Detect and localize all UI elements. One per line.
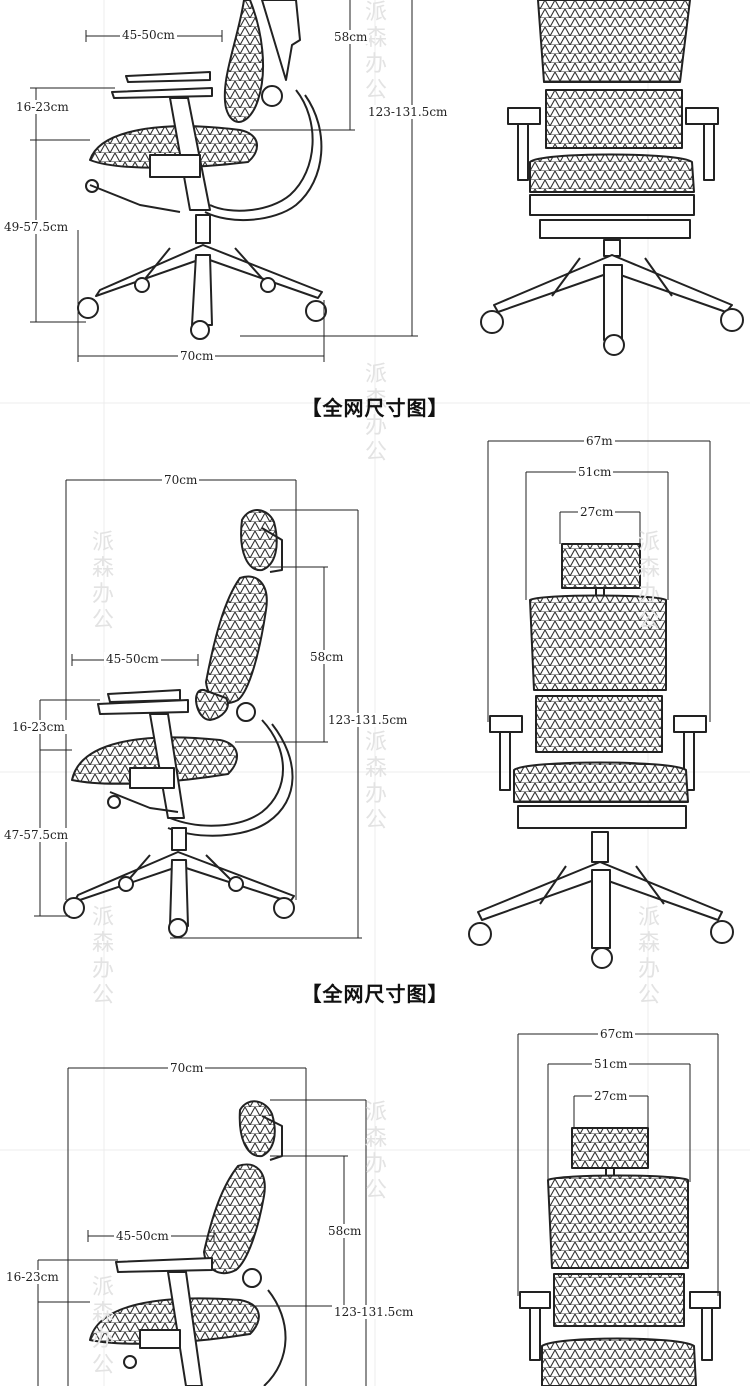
dim-seat-height-2: 47-57.5cm: [2, 828, 71, 842]
dim-backrest-3: 58cm: [326, 1224, 364, 1238]
dim-total-depth-3: 70cm: [168, 1061, 206, 1075]
front-dimension-lines-2: [487, 440, 711, 722]
side-view-chair-1: [77, 0, 327, 340]
watermark-text: 派森办公: [364, 730, 387, 833]
dim-armrest-depth-1: 45-50cm: [120, 28, 177, 42]
watermark-text: 派森办公: [364, 362, 387, 465]
watermark-text: 派森办公: [364, 0, 387, 103]
dim-armrest-height-1: 16-23cm: [14, 100, 71, 114]
dimension-lines-3: [37, 1067, 367, 1386]
dim-total-height-1: 123-131.5cm: [366, 105, 450, 119]
watermark-text: 派森办公: [91, 530, 114, 633]
watermark-text: 派森办公: [364, 1100, 387, 1203]
dim-backrest-2: 58cm: [308, 650, 346, 664]
side-view-chair-2: [63, 509, 295, 938]
dim-backrest-1: 58cm: [332, 30, 370, 44]
dim-total-height-3: 123-131.5cm: [332, 1305, 416, 1319]
dim-armrest-depth-2: 45-50cm: [104, 652, 161, 666]
dim-armrest-height-3: 16-23cm: [4, 1270, 61, 1284]
section-title: 【全网尺寸图】: [301, 396, 449, 420]
dim-headrest-width-2: 27cm: [578, 505, 616, 519]
front-view-chair-1: [480, 0, 744, 356]
dim-headrest-width-3: 27cm: [592, 1089, 630, 1103]
front-view-chair-2: [468, 543, 734, 969]
side-view-chair-3: [89, 1100, 287, 1386]
section-title: 【全网尺寸图】: [301, 982, 449, 1006]
watermark-text: 派森办公: [637, 530, 660, 633]
dim-seat-height-1: 49-57.5cm: [2, 220, 71, 234]
watermark-text: 派森办公: [91, 1275, 114, 1378]
dim-armrest-depth-3: 45-50cm: [114, 1229, 171, 1243]
dim-total-depth-2: 70cm: [162, 473, 200, 487]
dim-overall-width-2: 67m: [584, 434, 615, 448]
front-view-chair-3: [519, 1127, 721, 1386]
dim-base-width-1: 70cm: [178, 349, 216, 363]
watermark-text: 派森办公: [637, 905, 660, 1008]
dim-seat-width-2: 51cm: [576, 465, 614, 479]
dimension-lines-1: [30, 0, 418, 362]
dim-seat-width-3: 51cm: [592, 1057, 630, 1071]
watermark-text: 派森办公: [91, 905, 114, 1008]
dim-total-height-2: 123-131.5cm: [326, 713, 410, 727]
dim-armrest-height-2: 16-23cm: [10, 720, 67, 734]
dim-overall-width-3: 67cm: [598, 1027, 636, 1041]
